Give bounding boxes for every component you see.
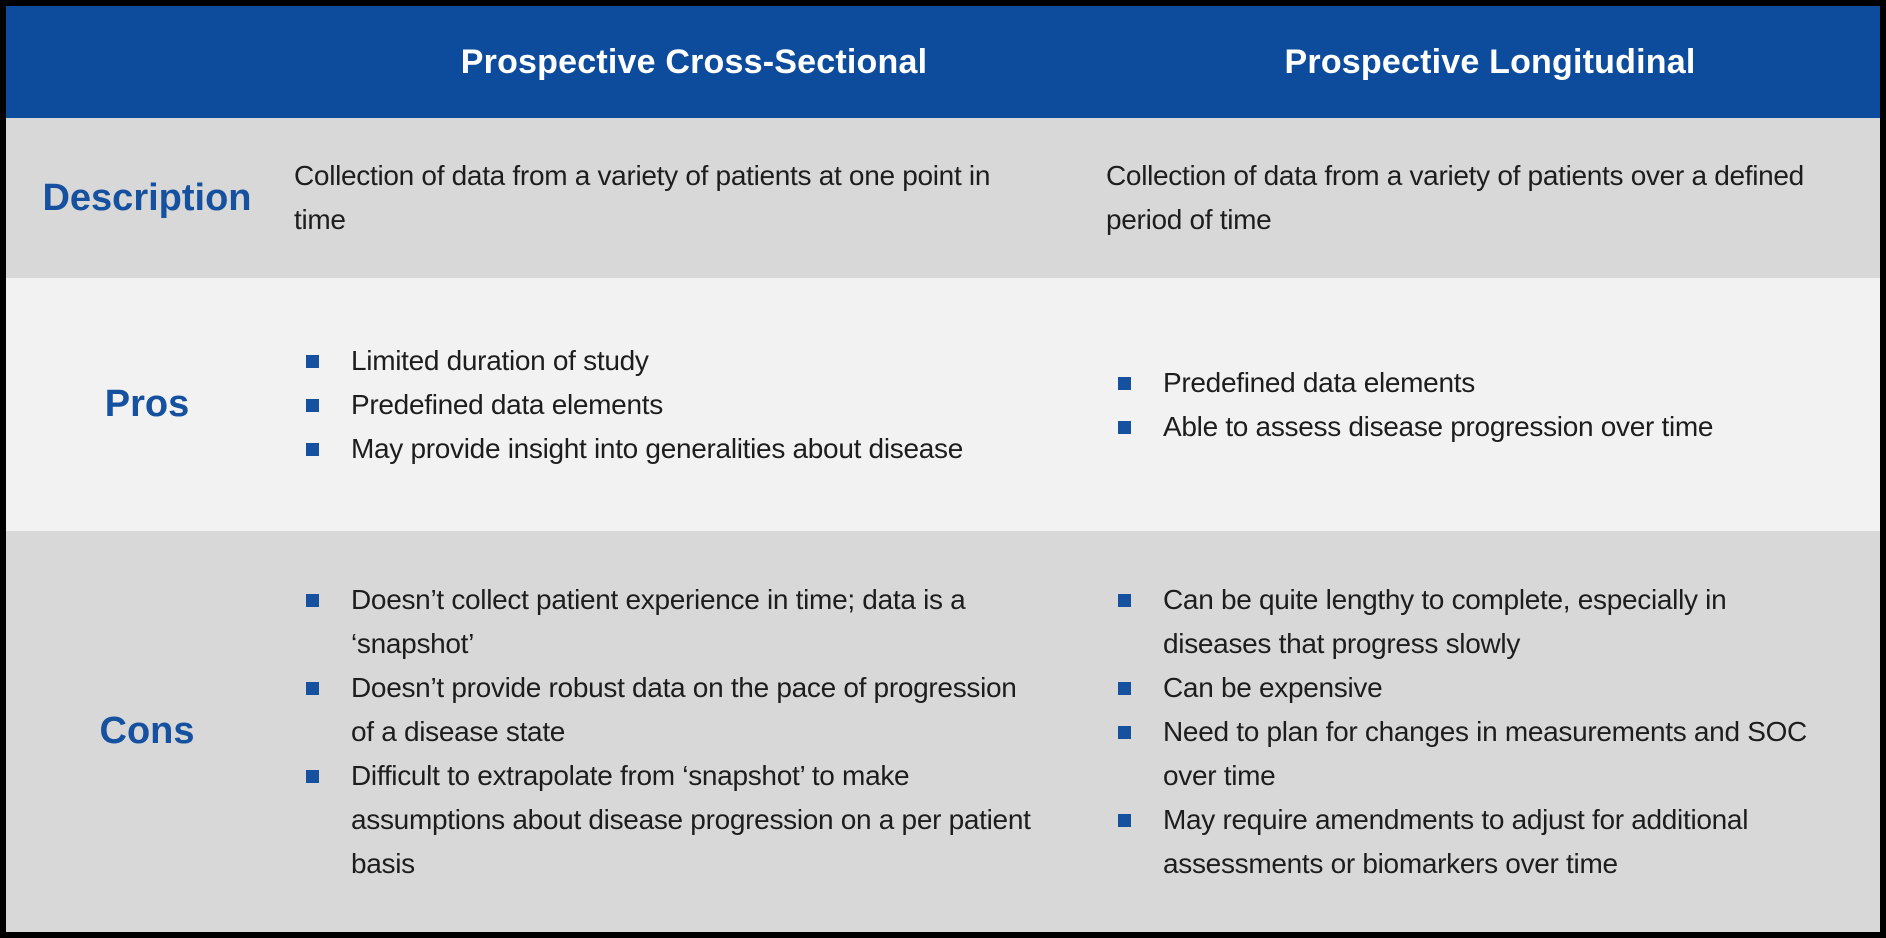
pros-cell-cross-sectional: Limited duration of study Predefined dat… — [288, 278, 1100, 531]
bullet-icon — [306, 593, 319, 607]
list-item: Can be expensive — [1106, 666, 1840, 710]
bullet-icon — [306, 442, 319, 456]
list-item: Can be quite lengthy to complete, especi… — [1106, 578, 1840, 666]
bullet-icon — [1118, 593, 1131, 607]
pros-list-cross-sectional: Limited duration of study Predefined dat… — [294, 339, 963, 471]
list-item: Predefined data elements — [294, 383, 963, 427]
bullet-icon — [306, 769, 319, 783]
description-cell-longitudinal: Collection of data from a variety of pat… — [1100, 118, 1880, 278]
pros-list-longitudinal: Predefined data elements Able to assess … — [1106, 361, 1714, 449]
description-text: Collection of data from a variety of pat… — [1106, 160, 1804, 235]
pros-cell-longitudinal: Predefined data elements Able to assess … — [1100, 278, 1880, 531]
cons-list-longitudinal: Can be quite lengthy to complete, especi… — [1106, 578, 1840, 886]
row-label-cons: Cons — [6, 531, 288, 932]
list-item: Predefined data elements — [1106, 361, 1713, 405]
column-header-longitudinal: Prospective Longitudinal — [1284, 42, 1696, 81]
list-item: May provide insight into generalities ab… — [294, 427, 963, 471]
list-item: Difficult to extrapolate from ‘snapshot’… — [294, 754, 1041, 886]
list-item: May require amendments to adjust for add… — [1106, 798, 1840, 886]
description-cell-cross-sectional: Collection of data from a variety of pat… — [288, 118, 1100, 278]
cons-cell-longitudinal: Can be quite lengthy to complete, especi… — [1100, 531, 1880, 932]
bullet-icon — [1118, 681, 1131, 695]
header-corner-spacer — [6, 6, 288, 118]
bullet-icon — [1118, 725, 1131, 739]
bullet-icon — [306, 354, 319, 368]
cons-cell-cross-sectional: Doesn’t collect patient experience in ti… — [288, 531, 1100, 932]
bullet-icon — [1118, 813, 1131, 827]
list-item: Need to plan for changes in measurements… — [1106, 710, 1840, 798]
list-item: Doesn’t collect patient experience in ti… — [294, 578, 1041, 666]
bullet-icon — [306, 681, 319, 695]
row-label-pros: Pros — [6, 278, 288, 531]
cons-list-cross-sectional: Doesn’t collect patient experience in ti… — [294, 578, 1041, 886]
table-header-row: Prospective Cross-Sectional Prospective … — [6, 6, 1880, 118]
column-header-cross-sectional: Prospective Cross-Sectional — [460, 42, 928, 81]
row-label-description: Description — [6, 118, 288, 278]
description-text: Collection of data from a variety of pat… — [294, 160, 991, 235]
list-item: Limited duration of study — [294, 339, 963, 383]
list-item: Able to assess disease progression over … — [1106, 405, 1714, 449]
bullet-icon — [1118, 376, 1131, 390]
bullet-icon — [306, 398, 319, 412]
list-item: Doesn’t provide robust data on the pace … — [294, 666, 1041, 754]
bullet-icon — [1118, 420, 1131, 434]
